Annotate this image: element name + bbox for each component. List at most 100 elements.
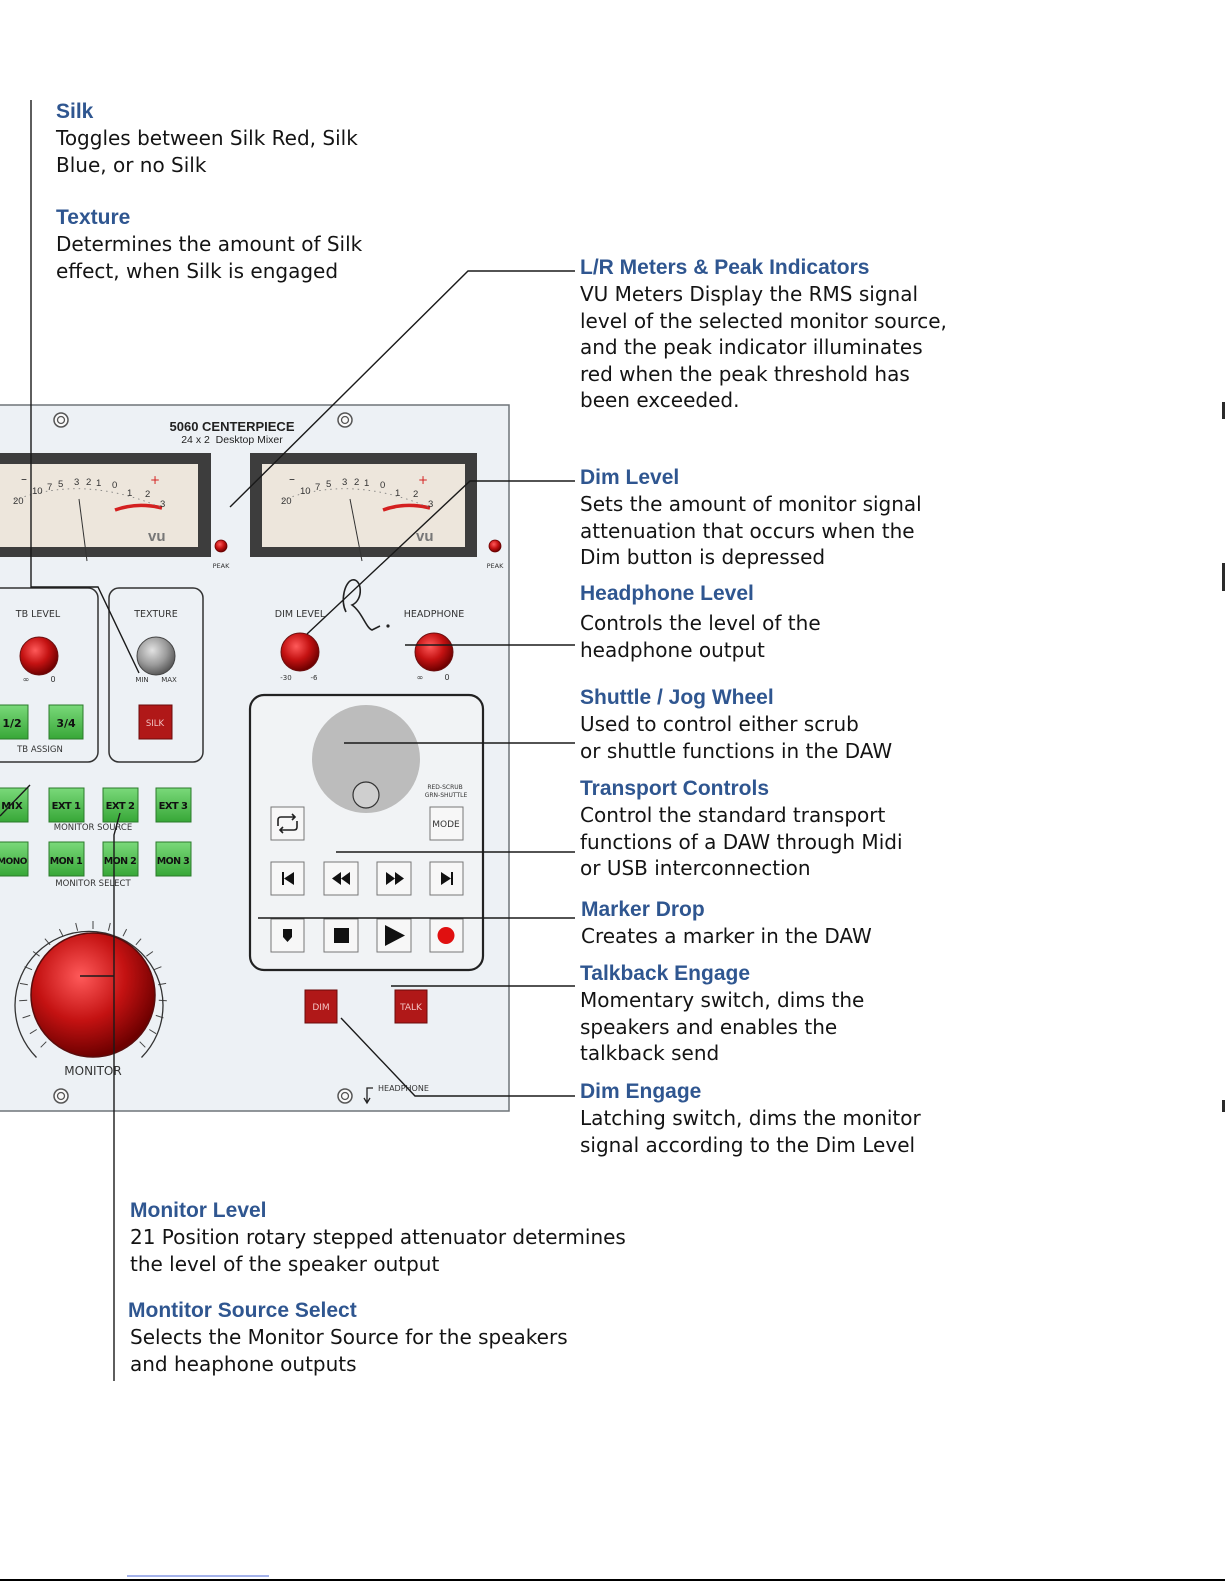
monitor-knob-tick xyxy=(149,1029,157,1035)
tb-level-knob[interactable] xyxy=(19,636,59,676)
mode-caption: RED-SCRUB GRN-SHUTTLE xyxy=(425,784,468,799)
callout-title: Talkback Engage xyxy=(580,962,751,985)
headphone-jack-label: HEADPHONE xyxy=(378,1084,429,1093)
skip-back-button[interactable] xyxy=(270,861,305,896)
vu-meter-left: 20 10 7 5 3 2 1 0 1 2 3 – + vu xyxy=(0,453,211,562)
monitor-knob-tick xyxy=(29,1029,37,1035)
skip-forward-button[interactable] xyxy=(429,861,464,896)
signature-dot xyxy=(386,624,390,628)
monitor-source-label-ext3: EXT 3 xyxy=(159,801,188,812)
monitor-select-label-mon3: MON 3 xyxy=(157,856,189,867)
tb-level-min: ∞ xyxy=(23,675,30,684)
texture-label: TEXTURE xyxy=(133,609,178,620)
tb-assign-button-12[interactable] xyxy=(0,704,29,740)
monitor-knob-tick xyxy=(19,999,28,1002)
monitor-select-mon3[interactable] xyxy=(155,841,192,877)
skip-forward-icon xyxy=(441,872,453,885)
callout-monitor-source: Montitor Source Select Selects the Monit… xyxy=(128,1297,568,1377)
stop-icon xyxy=(334,928,349,943)
play-icon xyxy=(385,925,405,946)
callout-body: VU Meters Display the RMS signal level o… xyxy=(580,282,947,412)
texture-knob[interactable] xyxy=(136,636,176,676)
callout-body: Used to control either scrub or shuttle … xyxy=(580,712,893,763)
monitor-select-mon1[interactable] xyxy=(48,841,85,877)
tb-level-label: TB LEVEL xyxy=(15,609,61,620)
monitor-source-label-ext1: EXT 1 xyxy=(52,801,81,812)
screw-bottom-left xyxy=(53,1088,69,1104)
stop-button[interactable] xyxy=(323,918,359,953)
monitor-source-ext3[interactable] xyxy=(155,787,192,823)
callout-title: Shuttle / Jog Wheel xyxy=(580,686,774,709)
callout-dim-engage: Dim Engage Latching switch, dims the mon… xyxy=(580,1078,921,1158)
dim-level-knob[interactable] xyxy=(280,632,320,672)
monitor-knob-tick xyxy=(139,1041,146,1048)
callout-title: Monitor Level xyxy=(130,1199,267,1222)
monitor-source-ext2[interactable] xyxy=(102,787,139,823)
play-button[interactable] xyxy=(376,918,412,953)
callout-headphone-level: Headphone Level Controls the level of th… xyxy=(580,580,821,663)
callout-title: Dim Level xyxy=(580,466,680,489)
monitor-knob-tick xyxy=(107,922,111,931)
monitor-select-mono[interactable] xyxy=(0,841,29,877)
callout-body: Latching switch, dims the monitor signal… xyxy=(580,1106,921,1157)
headphone-min: ∞ xyxy=(417,673,424,682)
leader-meters xyxy=(229,270,575,508)
monitor-knob-tick xyxy=(19,982,28,986)
callout-title: Transport Controls xyxy=(580,777,770,800)
vu-unit-right: vu xyxy=(416,528,434,545)
record-button[interactable] xyxy=(429,918,464,953)
callout-monitor-level: Monitor Level 21 Position rotary stepped… xyxy=(130,1197,626,1277)
monitor-source-mix[interactable] xyxy=(0,787,29,823)
callout-title: Texture xyxy=(56,206,131,229)
peak-led-left xyxy=(214,539,228,553)
callout-body: Sets the amount of monitor signal attenu… xyxy=(580,492,922,569)
callout-title: L/R Meters & Peak Indicators xyxy=(580,256,870,279)
callout-meters: L/R Meters & Peak Indicators VU Meters D… xyxy=(580,254,947,414)
monitor-knob-tick xyxy=(158,982,167,986)
jog-wheel[interactable] xyxy=(312,705,420,813)
screw-top-right xyxy=(337,412,353,428)
monitor-source-ext1[interactable] xyxy=(48,787,85,823)
dim-level-max: -6 xyxy=(311,674,319,682)
panel-title: 5060 CENTERPIECE xyxy=(170,419,295,434)
callout-body: Toggles between Silk Red, Silk Blue, or … xyxy=(56,126,358,177)
screw-top-left xyxy=(53,412,69,428)
fast-forward-button[interactable] xyxy=(376,861,412,896)
fast-forward-icon xyxy=(386,872,404,885)
monitor-knob-tick xyxy=(40,1041,47,1048)
tb-assign-button-34[interactable] xyxy=(48,704,84,740)
vu-plus-right: + xyxy=(418,473,428,487)
rewind-button[interactable] xyxy=(323,861,359,896)
tb-assign-label-34: 3/4 xyxy=(56,717,76,730)
transport-module xyxy=(248,693,485,972)
monitor-source-label-mix: MIX xyxy=(1,801,23,812)
dim-button[interactable] xyxy=(304,989,338,1024)
monitor-select-label-mon2: MON 2 xyxy=(104,856,136,867)
loop-button[interactable] xyxy=(270,806,305,841)
signature-logo xyxy=(342,579,381,631)
leader-monitor-level xyxy=(113,812,121,1381)
dim-level-min: -30 xyxy=(280,674,291,682)
monitor-select-mon2[interactable] xyxy=(102,841,139,877)
monitor-knob-arc xyxy=(14,930,164,1058)
callout-title: Marker Drop xyxy=(581,898,705,921)
record-icon xyxy=(437,927,455,944)
tb-level-max: 0 xyxy=(50,675,55,684)
marker-icon xyxy=(283,929,292,942)
headphone-knob[interactable] xyxy=(414,632,454,672)
monitor-source-caption: MONITOR SOURCE xyxy=(54,823,132,833)
mode-button[interactable] xyxy=(429,806,464,841)
jog-wheel-finger-dimple[interactable] xyxy=(352,781,380,809)
callout-body: Selects the Monitor Source for the speak… xyxy=(130,1325,568,1376)
silk-button[interactable] xyxy=(138,704,173,740)
talk-button-label: TALK xyxy=(399,1003,423,1013)
monitor-knob[interactable] xyxy=(30,932,156,1058)
edge-fragment-top xyxy=(1222,402,1225,419)
callout-title: Headphone Level xyxy=(580,582,754,605)
marker-button[interactable] xyxy=(270,918,305,953)
callout-body: Momentary switch, dims the speakers and … xyxy=(580,988,865,1065)
talk-button[interactable] xyxy=(394,989,428,1024)
callout-title: Montitor Source Select xyxy=(128,1299,357,1322)
callout-texture: Texture Determines the amount of Silk ef… xyxy=(56,204,362,284)
